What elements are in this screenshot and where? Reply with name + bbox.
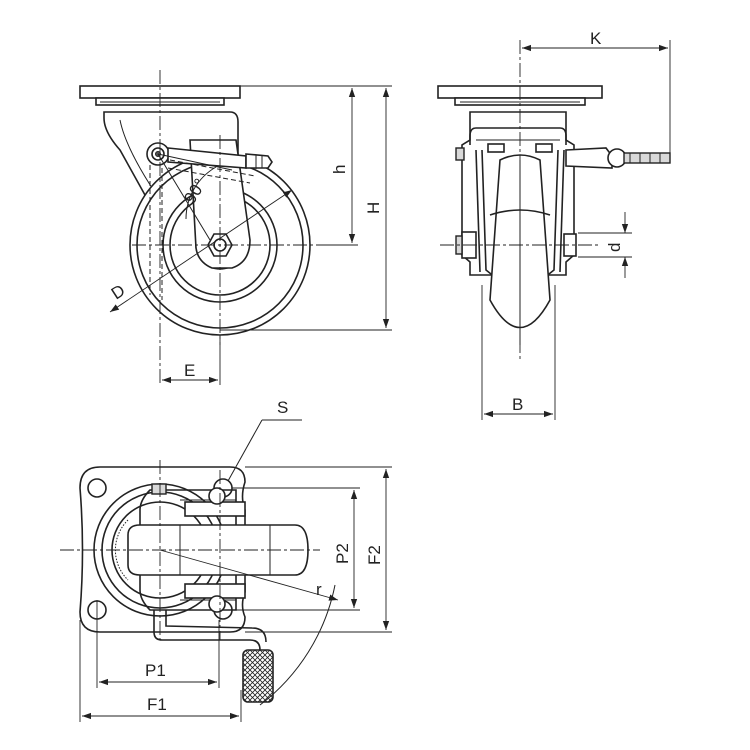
label-r: r bbox=[316, 580, 322, 599]
label-B: B bbox=[512, 395, 523, 414]
label-H: H bbox=[364, 202, 383, 214]
label-K: K bbox=[590, 29, 602, 48]
side-view: 90° D E h H bbox=[79, 70, 392, 385]
label-F1: F1 bbox=[147, 695, 167, 714]
label-D: D bbox=[108, 281, 129, 304]
label-F2: F2 bbox=[365, 545, 384, 565]
label-P2: P2 bbox=[333, 543, 352, 564]
label-d: d bbox=[605, 243, 624, 252]
label-E: E bbox=[184, 361, 195, 380]
label-h: h bbox=[330, 165, 349, 174]
top-view: r S P2 F2 P1 F1 bbox=[60, 398, 392, 722]
front-view: K d B bbox=[437, 29, 671, 420]
label-P1: P1 bbox=[145, 661, 166, 680]
label-S: S bbox=[277, 398, 288, 417]
